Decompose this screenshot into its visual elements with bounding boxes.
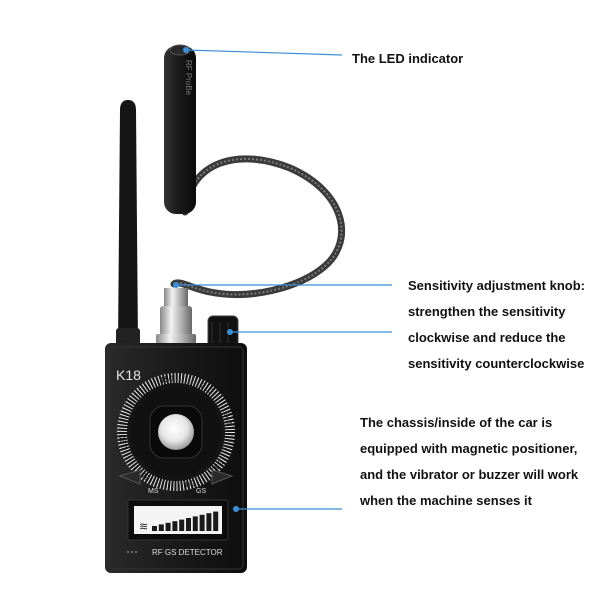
leader-connector-dot <box>173 282 179 288</box>
callout-chassis-line: equipped with magnetic positioner, <box>360 441 578 456</box>
connector-nut <box>160 306 192 336</box>
gs-label: GS <box>196 488 206 495</box>
leader-knob-dot <box>227 329 233 335</box>
callout-led-text: The LED indicator <box>352 51 464 66</box>
lens <box>158 414 194 450</box>
callout-knob-line: sensitivity counterclockwise <box>408 356 585 371</box>
antenna <box>118 100 138 345</box>
callout-knob-line: clockwise and reduce the <box>408 330 566 345</box>
dial-scale <box>117 373 235 491</box>
dial-number: 30 <box>184 478 195 489</box>
callout-knob-line: strengthen the sensitivity <box>408 304 566 319</box>
callout-sensitivity-knob: Sensitivity adjustment knob: strengthen … <box>408 273 598 377</box>
wifi-icon: ≋ <box>139 520 148 533</box>
footer-label: RF GS DETECTOR <box>152 548 223 557</box>
signal-bar <box>206 513 212 531</box>
gooseneck-cable <box>170 155 346 298</box>
leader-led <box>185 49 343 56</box>
body-bevel <box>108 346 244 570</box>
speaker-dot <box>134 550 138 554</box>
callout-chassis-magnet: The chassis/inside of the car is equippe… <box>360 410 592 514</box>
callout-knob-line: Sensitivity adjustment knob: <box>408 278 585 293</box>
rf-probe-tube <box>164 46 196 214</box>
callout-led-indicator: The LED indicator <box>352 46 552 72</box>
signal-bar <box>192 516 198 531</box>
leader-led-dot <box>183 47 189 53</box>
speaker-dot <box>126 550 130 554</box>
signal-bar <box>213 511 219 531</box>
speaker-dot <box>130 550 134 554</box>
leader-chassis-dot <box>233 506 239 512</box>
dial-number: 240 <box>222 411 234 427</box>
callout-chassis-line: and the vibrator or buzzer will work <box>360 467 579 482</box>
signal-bar <box>179 519 185 531</box>
gs-button[interactable] <box>211 469 234 485</box>
signal-bar <box>152 526 157 531</box>
signal-bar <box>158 524 164 531</box>
connector-neck <box>164 288 188 308</box>
signal-bar <box>165 522 171 531</box>
probe-label: RF ProBe <box>184 60 193 96</box>
ms-button[interactable] <box>118 469 141 485</box>
dial-number: 120 <box>118 433 129 448</box>
dial-number: 150 <box>159 374 174 385</box>
signal-bar <box>172 521 178 531</box>
callout-chassis-line: The chassis/inside of the car is <box>360 415 553 430</box>
callout-chassis-line: when the machine senses it <box>360 493 532 508</box>
leader-lines <box>173 47 392 512</box>
signal-bar <box>199 514 205 531</box>
model-label: K18 <box>116 367 141 383</box>
signal-bar <box>186 518 191 531</box>
signal-bars <box>152 511 219 531</box>
ms-label: MS <box>148 488 159 495</box>
